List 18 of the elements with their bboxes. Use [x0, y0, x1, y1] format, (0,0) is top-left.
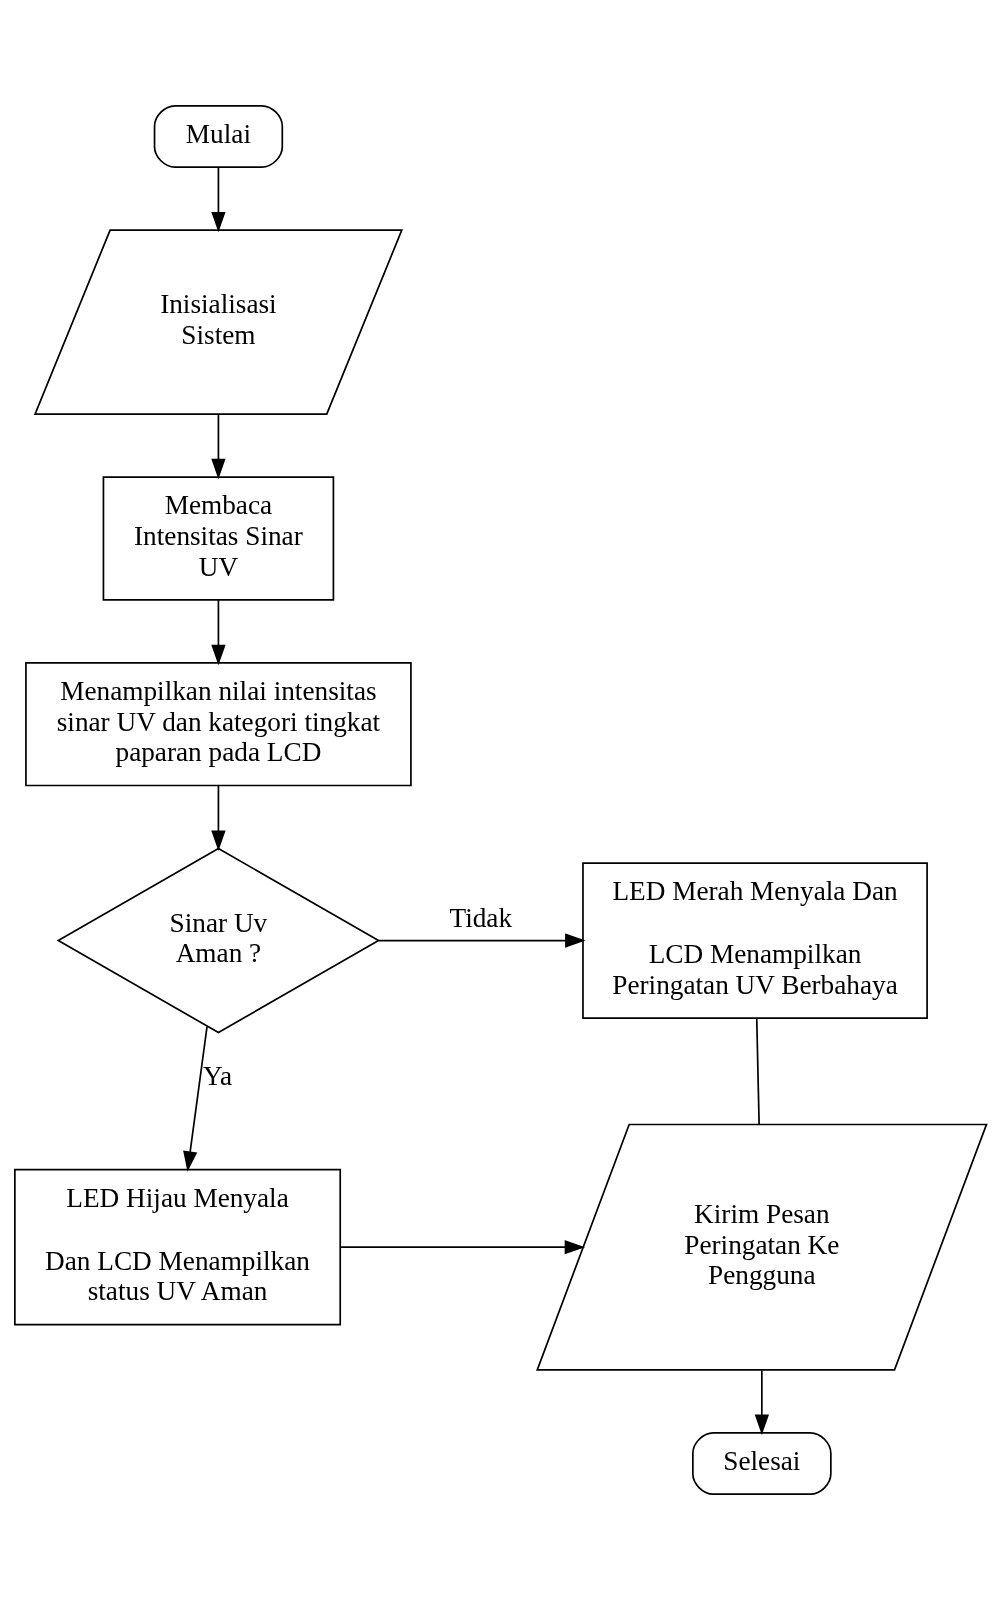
arrow: [211, 784, 226, 851]
node-box: LED Merah Menyala Dan LCD Menampilkan Peringatan UV Berbahaya: [582, 862, 928, 1019]
node-box: LED Hijau Menyala Dan LCD Menampilkan status UV Aman: [14, 1168, 342, 1326]
node-diamond: Sinar Uv Aman ?: [56, 847, 381, 1034]
edge-label: Tidak: [449, 902, 513, 933]
arrow: [211, 413, 226, 480]
node-box: Selesai: [692, 1432, 832, 1496]
arrow: [183, 1025, 208, 1172]
arrow: [211, 166, 226, 233]
node-box: Membaca Intensitas Sinar UV: [102, 476, 335, 601]
arrow: [339, 1240, 586, 1255]
node-box: Mulai: [153, 104, 284, 168]
node-box: Menampilkan nilai intensitas sinar UV dan kategori tingkat paparan pada LCD: [25, 662, 412, 787]
connector: [755, 1017, 760, 1125]
arrow: [754, 1369, 769, 1435]
arrow: [211, 599, 226, 666]
arrow: [377, 933, 586, 948]
edge-label: Ya: [203, 1061, 233, 1091]
